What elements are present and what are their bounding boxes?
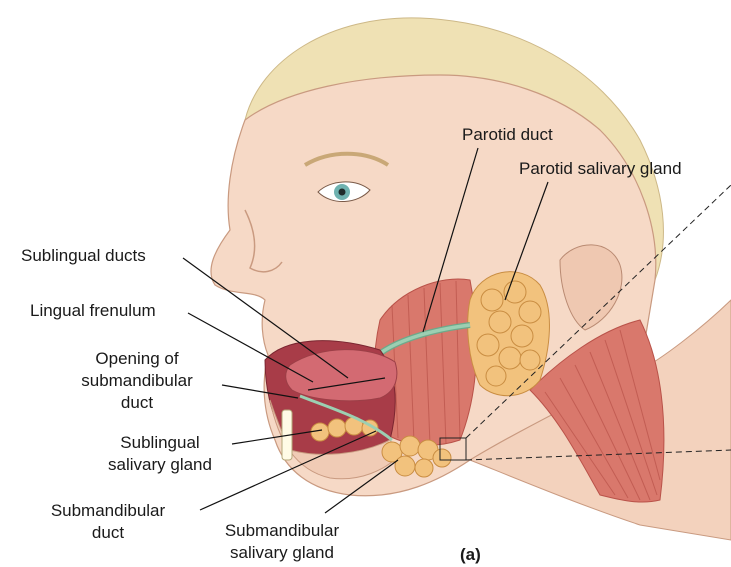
label-submandibular-gland-line2: salivary gland xyxy=(207,542,357,564)
label-parotid-gland: Parotid salivary gland xyxy=(519,158,682,180)
label-sublingual-ducts: Sublingual ducts xyxy=(21,245,146,267)
label-opening-line3: duct xyxy=(52,392,222,414)
label-submandibular-gland: Submandibular salivary gland xyxy=(207,520,357,564)
label-opening-line2: submandibular xyxy=(52,370,222,392)
label-sublingual-line1: Sublingual xyxy=(90,432,230,454)
label-opening-submandibular-duct: Opening of submandibular duct xyxy=(52,348,222,414)
label-submandibular-gland-line1: Submandibular xyxy=(207,520,357,542)
label-submandibular-duct: Submandibular duct xyxy=(38,500,178,544)
label-sublingual-line2: salivary gland xyxy=(90,454,230,476)
label-lingual-frenulum: Lingual frenulum xyxy=(30,300,156,322)
label-submandibular-duct-line2: duct xyxy=(38,522,178,544)
label-parotid-duct: Parotid duct xyxy=(462,124,553,146)
label-submandibular-duct-line1: Submandibular xyxy=(38,500,178,522)
label-sublingual-gland: Sublingual salivary gland xyxy=(90,432,230,476)
label-opening-line1: Opening of xyxy=(52,348,222,370)
panel-label: (a) xyxy=(460,544,481,566)
